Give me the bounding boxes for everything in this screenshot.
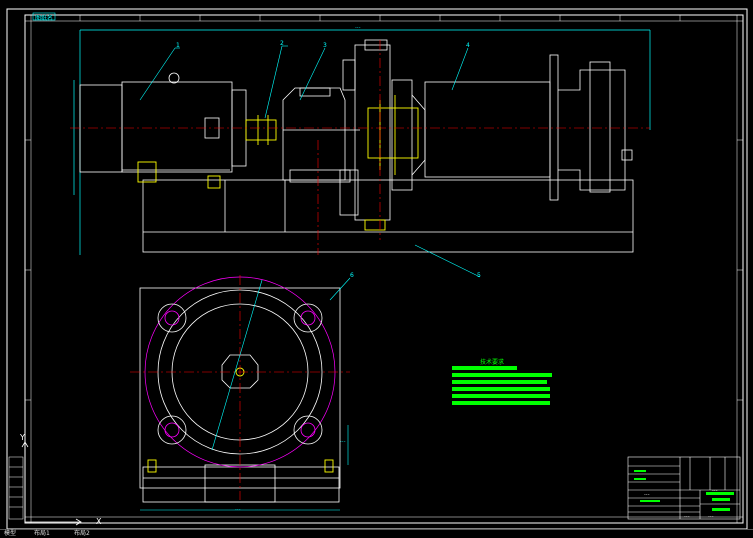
tab-layout-2[interactable]: 布局2 xyxy=(74,530,90,537)
clutch-yellow xyxy=(364,95,419,231)
plan-centerlines xyxy=(130,275,350,500)
plan-dimensions xyxy=(140,277,351,511)
title-block-sheet: ... xyxy=(684,512,690,519)
title-block-scale: ... xyxy=(708,512,714,519)
ucs-y-label: Y xyxy=(20,433,25,442)
tech-requirements xyxy=(452,366,552,405)
sheet-border xyxy=(6,8,748,530)
tab-layout-1[interactable]: 布局1 xyxy=(34,530,50,537)
part-label-3: 3 xyxy=(323,42,327,49)
mount-bolts xyxy=(157,303,323,445)
title-block xyxy=(627,456,741,520)
part-label-5: 5 xyxy=(477,272,481,279)
part-label-1: 1 xyxy=(176,42,180,49)
ucs-icon xyxy=(21,441,82,526)
plan-yellow-details xyxy=(147,367,334,473)
tech-requirements-title: 技术要求 xyxy=(480,359,505,366)
dimension-overall: ... xyxy=(355,23,361,30)
leader-lines xyxy=(139,45,481,278)
title-block-name: ... xyxy=(644,490,650,497)
title-tag-box xyxy=(32,12,56,21)
motor xyxy=(79,72,247,173)
layout-tab-bar: 模型 布局1 布局2 xyxy=(0,529,753,538)
tab-model[interactable]: 模型 xyxy=(4,530,17,537)
part-label-4: 4 xyxy=(466,42,470,49)
top-ruler xyxy=(25,15,743,518)
title-block-drawing-no: ... xyxy=(712,486,718,493)
part-label-2: 2 xyxy=(280,40,284,47)
part-label-6: 6 xyxy=(350,272,354,279)
title-tag: 图纸名 xyxy=(35,15,54,22)
dimension-bottom: ... xyxy=(235,505,241,512)
centerlines xyxy=(70,40,650,255)
dimension-side: ... xyxy=(340,437,346,444)
base-frame xyxy=(142,179,634,253)
revision-strip xyxy=(8,456,24,520)
side-ruler xyxy=(25,15,743,523)
overall-dimension xyxy=(73,29,651,255)
inner-frame xyxy=(24,14,744,524)
gearbox xyxy=(282,87,360,183)
ucs-x-label: X xyxy=(96,517,102,526)
coupling-1 xyxy=(137,115,277,189)
drive-shaft xyxy=(424,54,633,201)
title-block-fills xyxy=(634,470,734,511)
